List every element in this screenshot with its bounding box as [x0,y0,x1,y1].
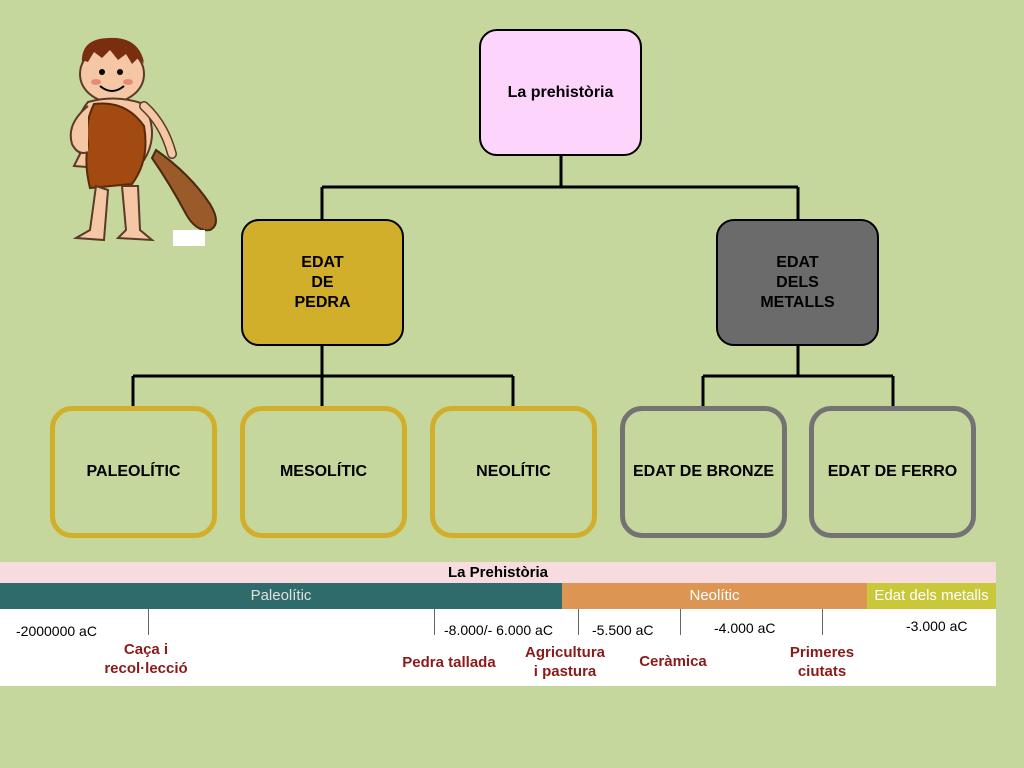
timeline-event: Ceràmica [639,653,707,670]
edat-de-bronze-node: EDAT DE BRONZE [620,406,787,538]
timeline-title: La Prehistòria [0,562,996,583]
timeline-event: Agricultura i pastura [524,644,605,680]
timeline-event: Primeres ciutats [789,644,855,680]
timeline-event: Caça i recol·lecció [104,641,188,677]
timeline-date: -5.500 aC [592,622,654,638]
paleolitic-node: PALEOLÍTIC [50,406,217,538]
timeline-tick [578,609,579,635]
prehistory-timeline: La Prehistòria Paleolític Neolític Edat … [0,562,996,686]
neolitic-node: NEOLÍTIC [430,406,597,538]
timeline-date: -3.000 aC [906,618,968,634]
timeline-tick [822,609,823,635]
timeline-date: -8.000/- 6.000 aC [444,622,553,638]
timeline-event: Pedra tallada [402,654,496,671]
mesolitic-node: MESOLÍTIC [240,406,407,538]
band-neolitic: Neolític [562,583,867,609]
edat-de-pedra-node: EDAT DE PEDRA [241,219,404,346]
timeline-tick [148,609,149,635]
band-paleolitic: Paleolític [0,583,562,609]
caveman-icon [69,37,217,246]
timeline-date: -2000000 aC [16,623,97,639]
timeline-tick [434,609,435,635]
root-node: La prehistòria [479,29,642,156]
timeline-date: -4.000 aC [714,620,776,636]
edat-dels-metalls-node: EDAT DELS METALLS [716,219,879,346]
band-edat-dels-metalls: Edat dels metalls [867,583,996,609]
edat-de-ferro-node: EDAT DE FERRO [809,406,976,538]
timeline-tick [680,609,681,635]
